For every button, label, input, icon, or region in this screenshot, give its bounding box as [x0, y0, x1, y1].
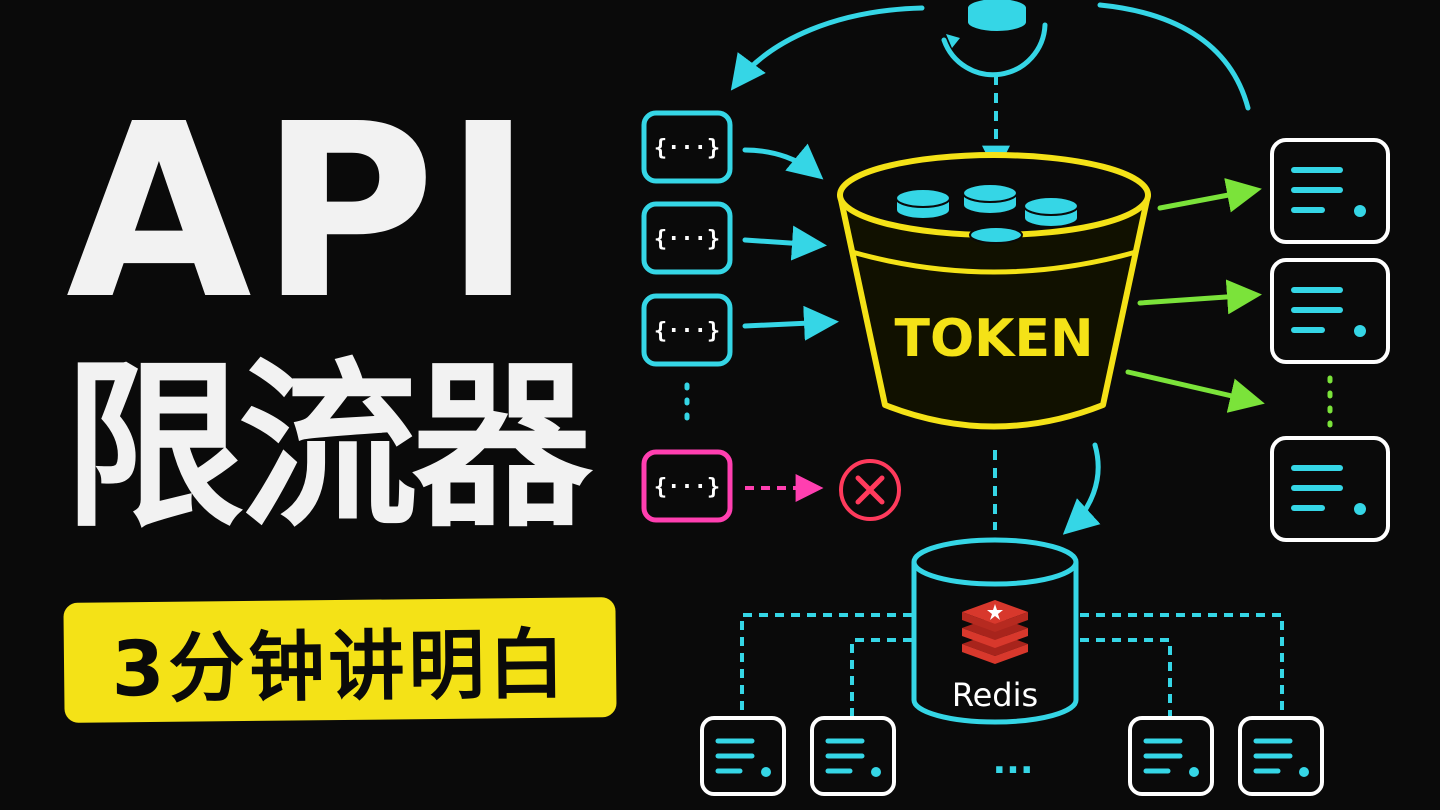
redis-logo-icon	[962, 600, 1028, 664]
page-title: API	[66, 72, 541, 352]
token-refill-source	[941, 0, 1048, 78]
request-box: {···}	[641, 201, 733, 275]
request-arrow	[742, 143, 824, 180]
client-ellipsis: ···	[992, 750, 1033, 791]
client-box	[1128, 716, 1214, 796]
output-arrow	[1157, 178, 1262, 213]
client-box	[1238, 716, 1324, 796]
request-box: {···}	[641, 110, 733, 184]
request-label: {···}	[654, 227, 720, 252]
request-label: {···}	[654, 136, 720, 161]
request-label: {···}	[654, 475, 720, 500]
response-box	[1270, 258, 1390, 364]
refill-arrow-right	[1097, 2, 1251, 111]
bucket-label: TOKEN	[894, 309, 1093, 369]
client-box	[700, 716, 786, 796]
page-title-cn: 限流器	[64, 343, 592, 552]
token-coins	[895, 183, 1079, 244]
token-bucket: TOKEN	[837, 152, 1151, 430]
subtitle-text: 3分钟讲明白	[111, 619, 569, 714]
redis-store: Redis	[911, 537, 1079, 725]
refill-arrow-left	[730, 5, 925, 91]
cancel-icon	[839, 459, 901, 521]
request-arrow	[742, 225, 827, 261]
output-arrow	[1125, 369, 1265, 413]
bucket-to-redis-arrow	[1062, 442, 1101, 535]
subtitle-badge: 3分钟讲明白	[63, 597, 617, 723]
response-box	[1270, 138, 1390, 244]
response-box	[1270, 436, 1390, 542]
request-box: {···}	[641, 293, 733, 367]
request-arrow	[742, 305, 839, 341]
rejected-request-box: {···}	[641, 449, 733, 523]
client-box	[810, 716, 896, 796]
redis-label: Redis	[952, 676, 1038, 714]
redis-connections	[740, 613, 1284, 716]
output-arrow	[1137, 279, 1262, 315]
request-label: {···}	[654, 319, 720, 344]
